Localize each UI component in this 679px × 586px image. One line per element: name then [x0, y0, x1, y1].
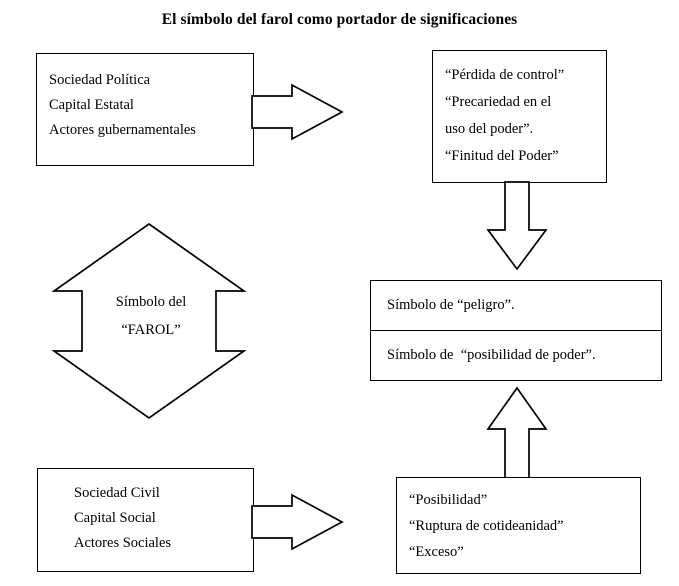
box-line: Capital Estatal [49, 97, 134, 113]
box-line: Símbolo de “peligro”. [387, 297, 515, 313]
page-title: El símbolo del farol como portador de si… [161, 11, 518, 28]
box-perdida-de-control: “Pérdida de control” “Precariedad en el … [432, 50, 607, 183]
box-posibilidad-ruptura-exceso: “Posibilidad” “Ruptura de cotideanidad” … [396, 477, 641, 574]
center-label: Símbolo del “FAROL” [85, 288, 217, 344]
box-line: Sociedad Política [49, 72, 151, 88]
up-down-double-arrow-icon [50, 221, 248, 421]
box-line: “Pérdida de control” [445, 67, 565, 83]
box-simbolo-de-peligro: Símbolo de “peligro”. [370, 280, 662, 331]
box-line: “Posibilidad” [409, 492, 488, 508]
box-line: Sociedad Civil [74, 485, 160, 501]
box-line: Actores Sociales [74, 535, 172, 551]
box-simbolo-de-posibilidad-de-poder: Símbolo de “posibilidad de poder”. [370, 330, 662, 381]
box-line: “Ruptura de cotideanidad” [409, 518, 564, 534]
box-sociedad-civil: Sociedad Civil Capital Social Actores So… [37, 468, 254, 572]
center-line: Símbolo del [115, 294, 187, 310]
box-line: Actores gubernamentales [49, 122, 196, 138]
right-arrow-icon-bottom [250, 492, 345, 552]
box-line: “Precariedad en el [445, 94, 552, 110]
box-line: “Finitud del Poder” [445, 148, 559, 164]
box-line: Capital Social [74, 510, 156, 526]
box-line: uso del poder”. [445, 121, 534, 137]
right-arrow-icon-top [250, 82, 345, 142]
box-line: “Exceso” [409, 544, 464, 560]
box-line: Símbolo de “posibilidad de poder”. [387, 347, 596, 363]
down-arrow-icon [484, 180, 550, 272]
box-sociedad-politica: Sociedad Política Capital Estatal Actore… [36, 53, 254, 166]
up-arrow-icon [484, 385, 550, 480]
center-line: “FAROL” [121, 322, 181, 338]
